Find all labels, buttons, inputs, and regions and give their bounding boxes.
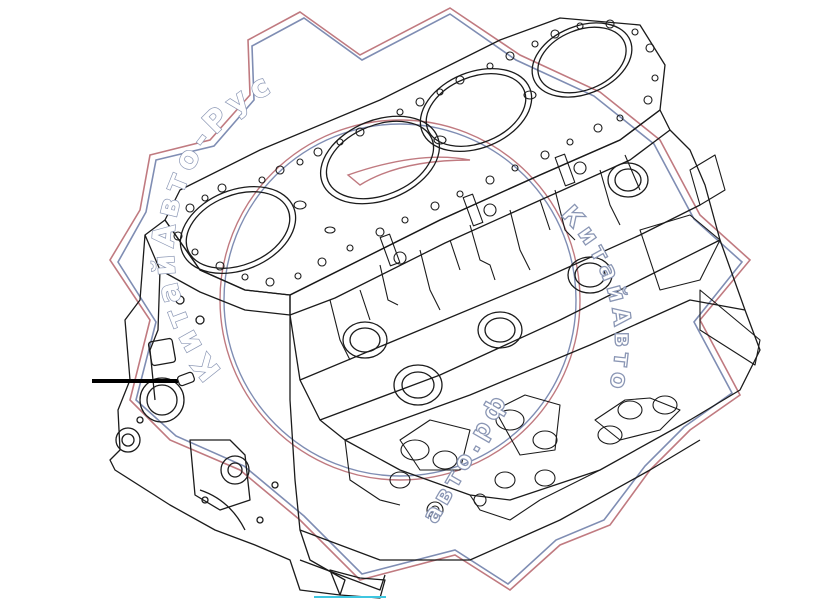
watermark-gear xyxy=(109,7,752,592)
block-ribs xyxy=(329,153,761,366)
block-side-skirt xyxy=(289,129,761,501)
watermark-circle xyxy=(219,119,581,481)
bearing-caps xyxy=(344,394,681,521)
watermark-text-bottom: авто.рф xyxy=(417,387,515,528)
main-bearing-bores xyxy=(342,162,649,406)
leader-pointer xyxy=(92,371,195,387)
watermark-text-right: КитайАвто xyxy=(556,200,637,397)
engine-block xyxy=(109,17,761,599)
block-front-face xyxy=(109,234,346,596)
deck-holes xyxy=(173,19,659,287)
